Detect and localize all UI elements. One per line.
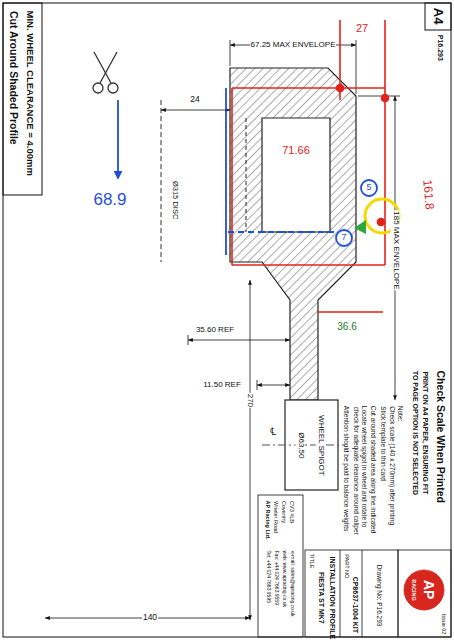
company-address: Coventry <box>281 500 287 524</box>
dimension-label: 11.50 REF <box>202 381 242 390</box>
dimension-label: 270 <box>246 392 255 407</box>
red-markup <box>232 20 389 312</box>
dimension-label: 35.60 REF <box>195 326 235 335</box>
red-markup <box>232 87 385 89</box>
note-text: Stick template to thin card <box>379 405 386 482</box>
title-text: INSTALLATION PROFILE <box>328 556 336 640</box>
issue-number: Issue 02 <box>441 613 447 636</box>
handwritten-dimension: 36.6 <box>336 321 357 332</box>
part-label: WHEEL SPIGOT <box>316 414 325 477</box>
red-markup <box>318 311 383 313</box>
logo-text: AP <box>421 579 436 600</box>
dimension-label: 24 <box>189 95 200 104</box>
wheel-section <box>246 118 247 232</box>
title-block <box>340 550 341 637</box>
handwritten-dimension: 71.66 <box>281 144 311 156</box>
callout-number: 5 <box>365 183 372 193</box>
dimension-lines <box>250 280 251 620</box>
company-contact: e-mail: sales@apracing.co.uk <box>289 550 295 618</box>
title-field: TITLE <box>308 553 314 570</box>
note-text: Locate wheel spigot in wheel and rotate … <box>361 405 368 528</box>
note-text: TO PAGE OPTION IS NOT SELECTED <box>411 370 419 496</box>
red-markup <box>378 219 385 226</box>
note-text: Check scale (140 x 270mm) after printing <box>388 405 395 526</box>
instruction-heading: MIN. WHEEL CLEARANCE = 4.00mm <box>25 10 35 177</box>
red-markup <box>384 20 386 265</box>
sheet-frame <box>3 3 451 637</box>
blue-markup <box>225 88 227 255</box>
scissors-icon <box>93 52 118 93</box>
instruction-heading: Cut Around Shaded Profile <box>7 10 19 146</box>
red-markup <box>231 88 233 265</box>
part-number: CP8637-1004 KIT <box>351 576 359 634</box>
company-contact: Tel: +44 024 7663 9595 <box>265 550 271 604</box>
centreline-symbol: ℄ <box>269 425 277 437</box>
handwritten-dimension: 161.8 <box>420 178 436 211</box>
callout-number: 7 <box>340 233 347 243</box>
company-contact: Fax: +44 024 7663 9559 <box>273 550 279 606</box>
blue-markup <box>118 88 377 255</box>
logo-text: RACING <box>411 578 417 602</box>
handwritten-dimension: 68.9 <box>92 191 127 210</box>
dimension-label: 185 MAX ENVELOPE <box>391 210 400 290</box>
title-block <box>258 495 303 637</box>
dimension-lines <box>257 385 290 386</box>
title-block <box>398 550 451 637</box>
dimension-label: Ø63.50 <box>296 431 305 459</box>
handwritten-dimension: 27 <box>355 22 369 34</box>
wheel-section <box>230 68 356 490</box>
drawing-number: P16.293 <box>436 34 444 62</box>
dimension-lines <box>161 110 230 111</box>
blue-markup <box>336 230 352 246</box>
drawing-number: Drawing No: P16.293 <box>376 564 383 628</box>
company-address: Wheler Road <box>273 500 279 534</box>
title-block <box>362 550 363 637</box>
red-markup <box>337 85 344 92</box>
sheet-frame <box>425 3 451 30</box>
blue-markup <box>117 100 119 178</box>
title-field: PART NO. <box>344 553 350 580</box>
blue-markup <box>228 231 334 233</box>
note-text: PRINT ON A4 PAPER, ENSURING FIT <box>421 370 429 495</box>
disc-line <box>161 100 162 262</box>
red-markup <box>382 95 389 102</box>
title-text: FIESTA ST MK7 <box>317 571 325 625</box>
dimension-lines <box>45 40 400 620</box>
note-text: check for adequate clearance around cali… <box>352 405 359 535</box>
scissors-icon <box>94 52 111 83</box>
scissors-icon <box>108 83 118 93</box>
dimension-label: 67.25 MAX ENVELOPE <box>250 41 337 50</box>
wheel-section <box>230 68 356 400</box>
title-block <box>305 550 398 637</box>
blue-markup <box>361 180 377 196</box>
disc-line <box>161 100 162 262</box>
company-address: AP Racing Ltd. <box>265 500 271 541</box>
note-text: Note: <box>397 405 404 423</box>
dimension-lines <box>188 340 290 341</box>
note-heading: Check Scale When Printed <box>434 370 446 504</box>
dimension-lines <box>356 40 357 94</box>
sheet-size: A4 <box>431 7 445 26</box>
title-block <box>404 570 444 610</box>
dimension-lines <box>230 40 231 66</box>
dimension-label: Ø315 DISC <box>171 180 179 220</box>
red-markup <box>232 264 385 266</box>
company-address: CV3 4LB <box>289 500 295 524</box>
scissors-icon <box>93 83 103 93</box>
note-text: Attention should be paid to balance weig… <box>343 405 350 532</box>
company-contact: web: www.apracing.co.uk <box>281 550 287 608</box>
note-text: Cut around shaded area along line indica… <box>370 405 377 535</box>
sheet-frame <box>3 3 451 637</box>
dimension-lines <box>358 96 400 97</box>
highlight-marks <box>354 220 366 234</box>
sheet-frame <box>3 3 42 195</box>
dimension-label: 140 <box>142 613 158 622</box>
